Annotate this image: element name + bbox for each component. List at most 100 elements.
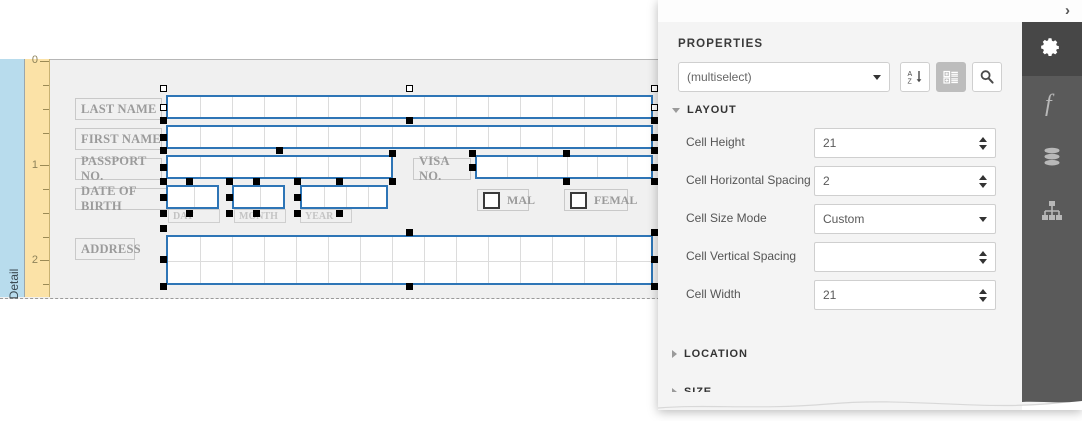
selection-handle[interactable] (160, 85, 167, 92)
selection-handle[interactable] (651, 178, 658, 185)
selection-handle[interactable] (160, 256, 167, 263)
search-properties-button[interactable] (972, 62, 1002, 92)
property-value: 2 (823, 174, 830, 188)
checkbox-male[interactable]: MAL (477, 189, 535, 211)
collapse-panel-chevron-icon[interactable]: › (1065, 2, 1070, 19)
property-input-cell-width[interactable]: 21 (814, 280, 996, 310)
selection-handle[interactable] (389, 150, 396, 157)
selection-handle[interactable] (651, 134, 658, 141)
selection-handle[interactable] (469, 164, 476, 171)
field-label-passport-no[interactable]: PASSPORT NO. (75, 154, 162, 183)
selection-handle[interactable] (294, 210, 301, 217)
selection-handle[interactable] (336, 178, 343, 185)
field-label-address[interactable]: ADDRESS (75, 238, 141, 260)
selection-handle[interactable] (160, 164, 167, 171)
sublabel-year[interactable]: YEAR (300, 209, 352, 223)
selection-handle[interactable] (651, 85, 658, 92)
field-label-last-name[interactable]: LAST NAME (75, 98, 162, 120)
comb-field-dob-year[interactable] (300, 185, 388, 209)
panel-icon-rail: f (1022, 22, 1082, 392)
sort-categorized-button[interactable] (936, 62, 966, 92)
selection-handle[interactable] (651, 229, 658, 236)
selection-handle[interactable] (469, 150, 476, 157)
selection-handle[interactable] (160, 210, 167, 217)
data-source-tab[interactable] (1022, 130, 1082, 184)
object-selector-dropdown[interactable]: (multiselect) (678, 62, 890, 92)
selection-handle[interactable] (160, 225, 167, 232)
band-detail[interactable]: Detail (0, 59, 25, 299)
expressions-tab[interactable]: f (1022, 76, 1082, 130)
selection-handle[interactable] (336, 210, 343, 217)
selection-handle[interactable] (406, 85, 413, 92)
selection-handle[interactable] (253, 210, 260, 217)
property-row-cell-width: Cell Width 21 (658, 276, 1022, 314)
selection-handle[interactable] (294, 194, 301, 201)
selection-handle[interactable] (160, 147, 167, 154)
comb-field-visa-no[interactable] (475, 155, 653, 179)
checkbox-label: FEMAL (594, 192, 638, 207)
selection-handle[interactable] (226, 194, 233, 201)
spinner-icon[interactable] (979, 288, 987, 302)
property-input-cell-height[interactable]: 21 (814, 128, 996, 158)
selection-handle[interactable] (563, 150, 570, 157)
property-value: 21 (823, 288, 837, 302)
sublabel-month[interactable]: MONTH (234, 209, 286, 223)
properties-panel: › PROPERTIES (multiselect) A Z (658, 0, 1082, 410)
selection-handle[interactable] (160, 194, 167, 201)
comb-field-dob-day[interactable] (166, 185, 219, 209)
property-label: Cell Size Mode (686, 211, 767, 225)
comb-field-dob-month[interactable] (232, 185, 285, 209)
property-row-cell-size-mode: Cell Size Mode Custom (658, 200, 1022, 238)
spinner-icon[interactable] (979, 136, 987, 150)
selection-handle[interactable] (253, 178, 260, 185)
sort-alphabetical-button[interactable]: A Z (900, 62, 930, 92)
comb-field-passport-no[interactable] (166, 155, 393, 179)
vertical-ruler: 0 1 2 (25, 55, 50, 297)
selection-handle[interactable] (651, 147, 658, 154)
property-input-cell-vertical-spacing[interactable] (814, 242, 996, 272)
comb-field-first-name[interactable] (166, 125, 653, 149)
selection-handle[interactable] (226, 210, 233, 217)
section-header-location[interactable]: LOCATION (672, 348, 748, 360)
property-value: Custom (823, 212, 865, 226)
comb-field-last-name[interactable] (166, 95, 653, 119)
selection-handle[interactable] (651, 104, 658, 111)
selection-handle[interactable] (406, 283, 413, 290)
selection-handle[interactable] (294, 178, 301, 185)
section-header-layout[interactable]: LAYOUT (672, 104, 737, 116)
field-label-visa-no[interactable]: VISA NO. (413, 154, 471, 183)
selection-handle[interactable] (186, 178, 193, 185)
selection-handle[interactable] (160, 178, 167, 185)
svg-text:A: A (908, 71, 913, 78)
selection-handle[interactable] (406, 229, 413, 236)
sublabel-day[interactable]: DAY (168, 209, 220, 223)
property-label: Cell Height (686, 135, 745, 149)
property-input-cell-horizontal-spacing[interactable]: 2 (814, 166, 996, 196)
checkbox-female[interactable]: FEMAL (564, 189, 637, 211)
property-row-cell-vertical-spacing: Cell Vertical Spacing (658, 238, 1022, 276)
field-label-first-name[interactable]: FIRST NAME (75, 128, 162, 150)
selection-handle[interactable] (160, 104, 167, 111)
selection-handle[interactable] (160, 283, 167, 290)
selection-handle[interactable] (651, 164, 658, 171)
field-label-date-of-birth[interactable]: DATE OF BIRTH (75, 184, 170, 213)
selection-handle[interactable] (160, 134, 167, 141)
selection-handle[interactable] (160, 117, 167, 124)
selection-handle[interactable] (276, 147, 283, 154)
comb-field-address[interactable] (166, 235, 653, 285)
band-detail-label: Detail (7, 268, 21, 300)
spinner-icon[interactable] (979, 250, 987, 264)
selection-handle[interactable] (651, 283, 658, 290)
spinner-icon[interactable] (979, 174, 987, 188)
selection-handle[interactable] (186, 210, 193, 217)
selection-handle[interactable] (226, 178, 233, 185)
property-input-cell-size-mode[interactable]: Custom (814, 204, 996, 234)
selection-handle[interactable] (651, 117, 658, 124)
properties-tab[interactable] (1022, 22, 1082, 76)
panel-top-bar: › (658, 0, 1082, 23)
field-list-tab[interactable] (1022, 184, 1082, 238)
selection-handle[interactable] (563, 178, 570, 185)
selection-handle[interactable] (406, 117, 413, 124)
selection-handle[interactable] (389, 178, 396, 185)
selection-handle[interactable] (651, 256, 658, 263)
